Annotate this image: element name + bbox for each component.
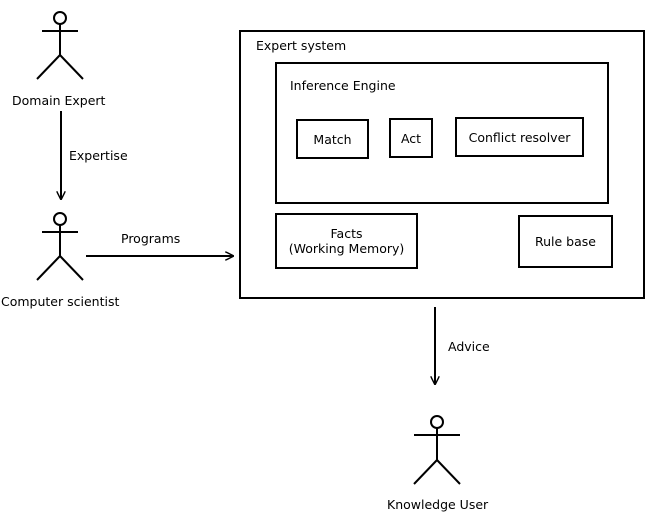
expertise-label: Expertise <box>69 148 128 163</box>
act-label: Act <box>400 130 422 146</box>
computer-scientist-figure <box>36 212 84 281</box>
programs-label: Programs <box>121 231 181 246</box>
facts-box: Facts (Working Memory) <box>275 213 418 269</box>
expert-system-title: Expert system <box>256 38 347 53</box>
working-memory-label: (Working Memory) <box>288 241 405 256</box>
advice-label: Advice <box>448 339 490 354</box>
conflict-resolver-label: Conflict resolver <box>468 129 571 145</box>
rule-base-box: Rule base <box>518 215 613 268</box>
facts-label: Facts <box>330 226 363 241</box>
match-label: Match <box>313 131 352 147</box>
match-box: Match <box>296 119 369 159</box>
domain-expert-label: Domain Expert <box>12 93 106 108</box>
domain-expert-figure <box>36 11 84 80</box>
conflict-resolver-box: Conflict resolver <box>455 117 584 157</box>
knowledge-user-label: Knowledge User <box>387 497 489 512</box>
rule-base-label: Rule base <box>535 234 596 249</box>
act-box: Act <box>389 118 433 158</box>
inference-engine-title: Inference Engine <box>290 78 396 93</box>
computer-scientist-label: Computer scientist <box>1 294 120 309</box>
knowledge-user-figure <box>413 415 461 485</box>
